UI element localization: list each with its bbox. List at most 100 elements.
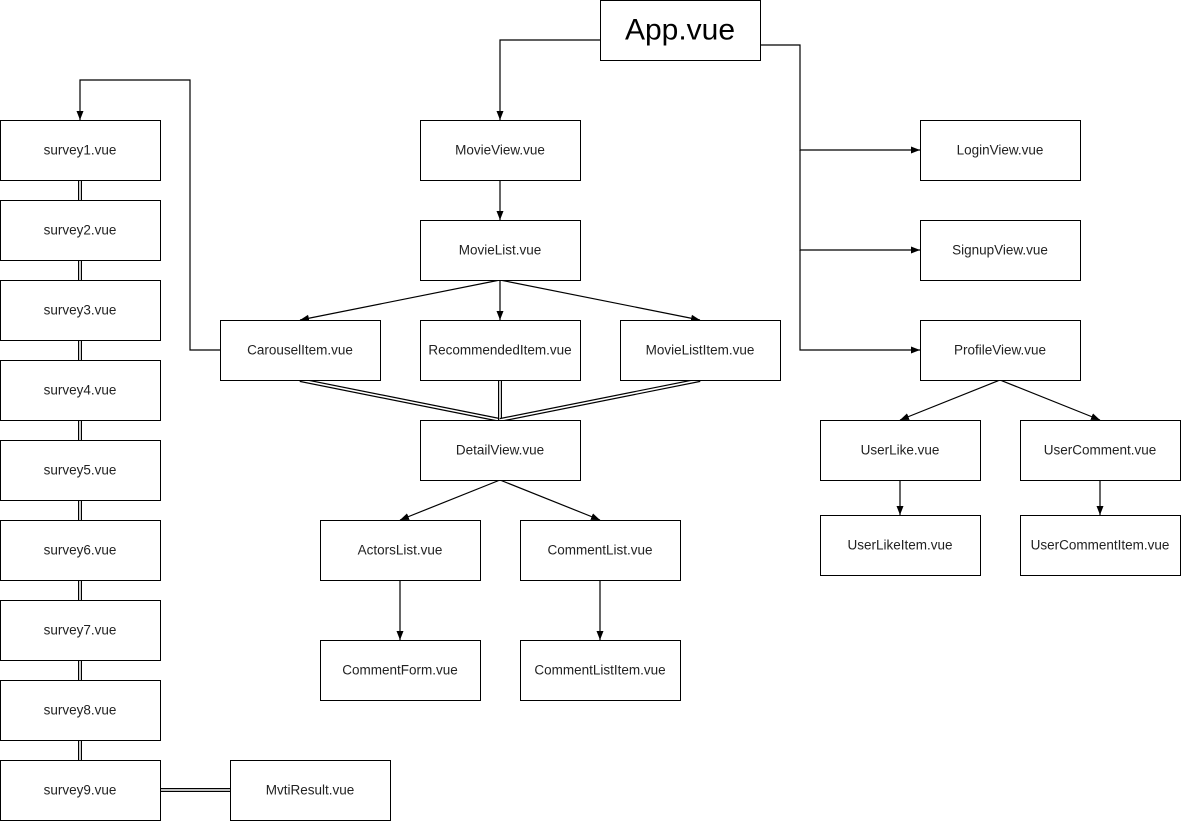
node-commentlist: CommentList.vue <box>520 520 681 581</box>
node-survey1: survey1.vue <box>0 120 161 181</box>
node-recommended: RecommendedItem.vue <box>420 320 581 381</box>
edge-app-to-signup <box>799 150 920 254</box>
node-profile: ProfileView.vue <box>920 320 1081 381</box>
edge-movielist-to-carousel <box>299 279 501 322</box>
node-actors: ActorsList.vue <box>320 520 481 581</box>
node-label: CommentList.vue <box>547 543 652 558</box>
node-userlikeitem: UserLikeItem.vue <box>820 515 981 576</box>
edges-layer <box>76 39 1104 792</box>
edge-movielist-to-movielistitem <box>499 279 701 322</box>
edge-profile-to-usercomment <box>999 379 1101 421</box>
node-box <box>320 520 481 581</box>
node-movielistitem: MovieListItem.vue <box>620 320 781 381</box>
node-label: UserLike.vue <box>861 443 940 458</box>
node-box <box>0 120 161 181</box>
node-box <box>230 760 391 821</box>
node-survey4: survey4.vue <box>0 360 161 421</box>
node-box <box>620 320 781 381</box>
node-box <box>0 680 161 741</box>
node-login: LoginView.vue <box>920 120 1081 181</box>
node-usercommentitem: UserCommentItem.vue <box>1020 515 1181 576</box>
node-survey2: survey2.vue <box>0 200 161 261</box>
node-signup: SignupView.vue <box>920 220 1081 281</box>
node-label: survey3.vue <box>44 303 117 318</box>
edge-arrow-line <box>999 379 1101 421</box>
node-box <box>0 760 161 821</box>
node-label: RecommendedItem.vue <box>428 343 571 358</box>
node-commentlistitem: CommentListItem.vue <box>520 640 681 701</box>
node-detail: DetailView.vue <box>420 420 581 481</box>
node-box <box>220 320 381 381</box>
node-label: survey6.vue <box>44 543 117 558</box>
edge-app-to-movieview <box>496 39 600 120</box>
node-survey9: survey9.vue <box>0 760 161 821</box>
node-label: CommentListItem.vue <box>534 663 665 678</box>
node-carousel: CarouselItem.vue <box>220 320 381 381</box>
node-userlike: UserLike.vue <box>820 420 981 481</box>
node-mvti: MvtiResult.vue <box>230 760 391 821</box>
edge-arrow-line <box>760 44 920 154</box>
node-survey5: survey5.vue <box>0 440 161 501</box>
node-survey8: survey8.vue <box>0 680 161 741</box>
edge-inner-line <box>499 379 701 421</box>
node-box <box>420 220 581 281</box>
node-label: ProfileView.vue <box>954 343 1046 358</box>
node-box <box>820 420 981 481</box>
node-box <box>0 440 161 501</box>
edge-inner-line <box>299 379 501 421</box>
edge-arrow-line <box>499 279 701 322</box>
node-label: MovieListItem.vue <box>646 343 755 358</box>
node-label: CarouselItem.vue <box>247 343 353 358</box>
edge-arrow-line <box>76 79 220 351</box>
node-box <box>0 600 161 661</box>
node-movielist: MovieList.vue <box>420 220 581 281</box>
node-box <box>0 360 161 421</box>
edge-arrow-line <box>899 379 1001 421</box>
edge-arrow-line <box>496 39 600 120</box>
node-box <box>320 640 481 701</box>
node-box <box>420 420 581 481</box>
node-survey6: survey6.vue <box>0 520 161 581</box>
node-label: survey1.vue <box>44 143 117 158</box>
node-label: CommentForm.vue <box>342 663 458 678</box>
node-label: MovieList.vue <box>459 243 542 258</box>
node-label: MovieView.vue <box>455 143 545 158</box>
node-box <box>520 640 681 701</box>
node-box <box>1020 515 1181 576</box>
edge-app-to-login <box>760 44 920 154</box>
edge-arrow-line <box>399 479 501 521</box>
node-commentform: CommentForm.vue <box>320 640 481 701</box>
edge-arrow-line <box>499 479 601 521</box>
node-label: survey8.vue <box>44 703 117 718</box>
edge-movielistitem-to-detail <box>499 378 701 422</box>
node-label: survey2.vue <box>44 223 117 238</box>
node-survey7: survey7.vue <box>0 600 161 661</box>
node-label: survey5.vue <box>44 463 117 478</box>
node-label: App.vue <box>625 14 735 47</box>
node-label: survey4.vue <box>44 383 117 398</box>
node-box <box>820 515 981 576</box>
edge-arrow-line <box>799 250 920 354</box>
node-box <box>600 0 761 61</box>
node-box <box>920 120 1081 181</box>
edge-app-to-profile <box>799 250 920 354</box>
edge-carousel-to-detail <box>299 378 501 422</box>
edge-profile-to-userlike <box>899 379 1001 421</box>
node-box <box>0 200 161 261</box>
node-survey3: survey3.vue <box>0 280 161 341</box>
node-label: SignupView.vue <box>952 243 1048 258</box>
node-label: LoginView.vue <box>957 143 1044 158</box>
node-label: MvtiResult.vue <box>266 783 355 798</box>
node-box <box>0 520 161 581</box>
edge-carousel-to-survey1 <box>76 79 220 351</box>
node-box <box>0 280 161 341</box>
node-label: survey9.vue <box>44 783 117 798</box>
node-label: survey7.vue <box>44 623 117 638</box>
node-box <box>920 220 1081 281</box>
node-label: UserComment.vue <box>1044 443 1157 458</box>
node-label: DetailView.vue <box>456 443 544 458</box>
node-box <box>420 120 581 181</box>
node-movieview: MovieView.vue <box>420 120 581 181</box>
